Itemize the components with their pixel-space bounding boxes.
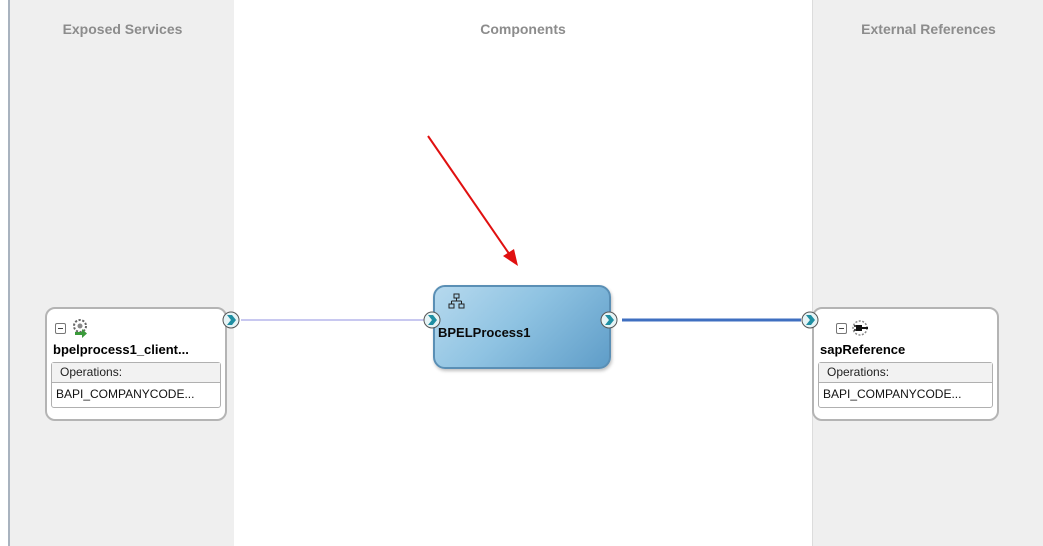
- component-out-chevron-right-icon[interactable]: [600, 311, 618, 329]
- components-header: Components: [480, 21, 566, 37]
- operation-name: BAPI_COMPANYCODE...: [823, 387, 962, 401]
- reference-in-chevron-right-icon[interactable]: [801, 311, 819, 329]
- external-references-lane: External References: [812, 0, 1043, 546]
- reference-name: sapReference: [820, 342, 906, 357]
- external-reference-node[interactable]: sapReference Operations: BAPI_COMPANYCOD…: [812, 307, 999, 421]
- service-name: bpelprocess1_client...: [53, 342, 189, 357]
- component-in-chevron-right-icon[interactable]: [423, 311, 441, 329]
- sap-adapter-icon: [852, 320, 868, 336]
- exposed-services-lane: Exposed Services: [8, 0, 236, 546]
- service-operations: Operations: BAPI_COMPANYCODE...: [51, 362, 221, 408]
- bpel-component-node[interactable]: BPELProcess1: [433, 285, 611, 369]
- external-references-header: External References: [861, 21, 996, 37]
- components-lane: Components: [234, 0, 812, 546]
- operation-name: BAPI_COMPANYCODE...: [56, 387, 195, 401]
- operations-label: Operations:: [52, 363, 220, 383]
- annotation-arrow: [427, 135, 518, 266]
- collapse-icon[interactable]: [55, 322, 66, 334]
- exposed-services-header: Exposed Services: [62, 21, 183, 37]
- operations-label: Operations:: [819, 363, 992, 383]
- gear-exchange-icon: [73, 319, 87, 338]
- service-out-chevron-right-icon[interactable]: [222, 311, 240, 329]
- exposed-service-node[interactable]: bpelprocess1_client... Operations: BAPI_…: [45, 307, 227, 421]
- collapse-icon[interactable]: [836, 322, 847, 334]
- bpel-process-icon: [448, 293, 465, 309]
- reference-operations: Operations: BAPI_COMPANYCODE...: [818, 362, 993, 408]
- component-name: BPELProcess1: [438, 325, 531, 340]
